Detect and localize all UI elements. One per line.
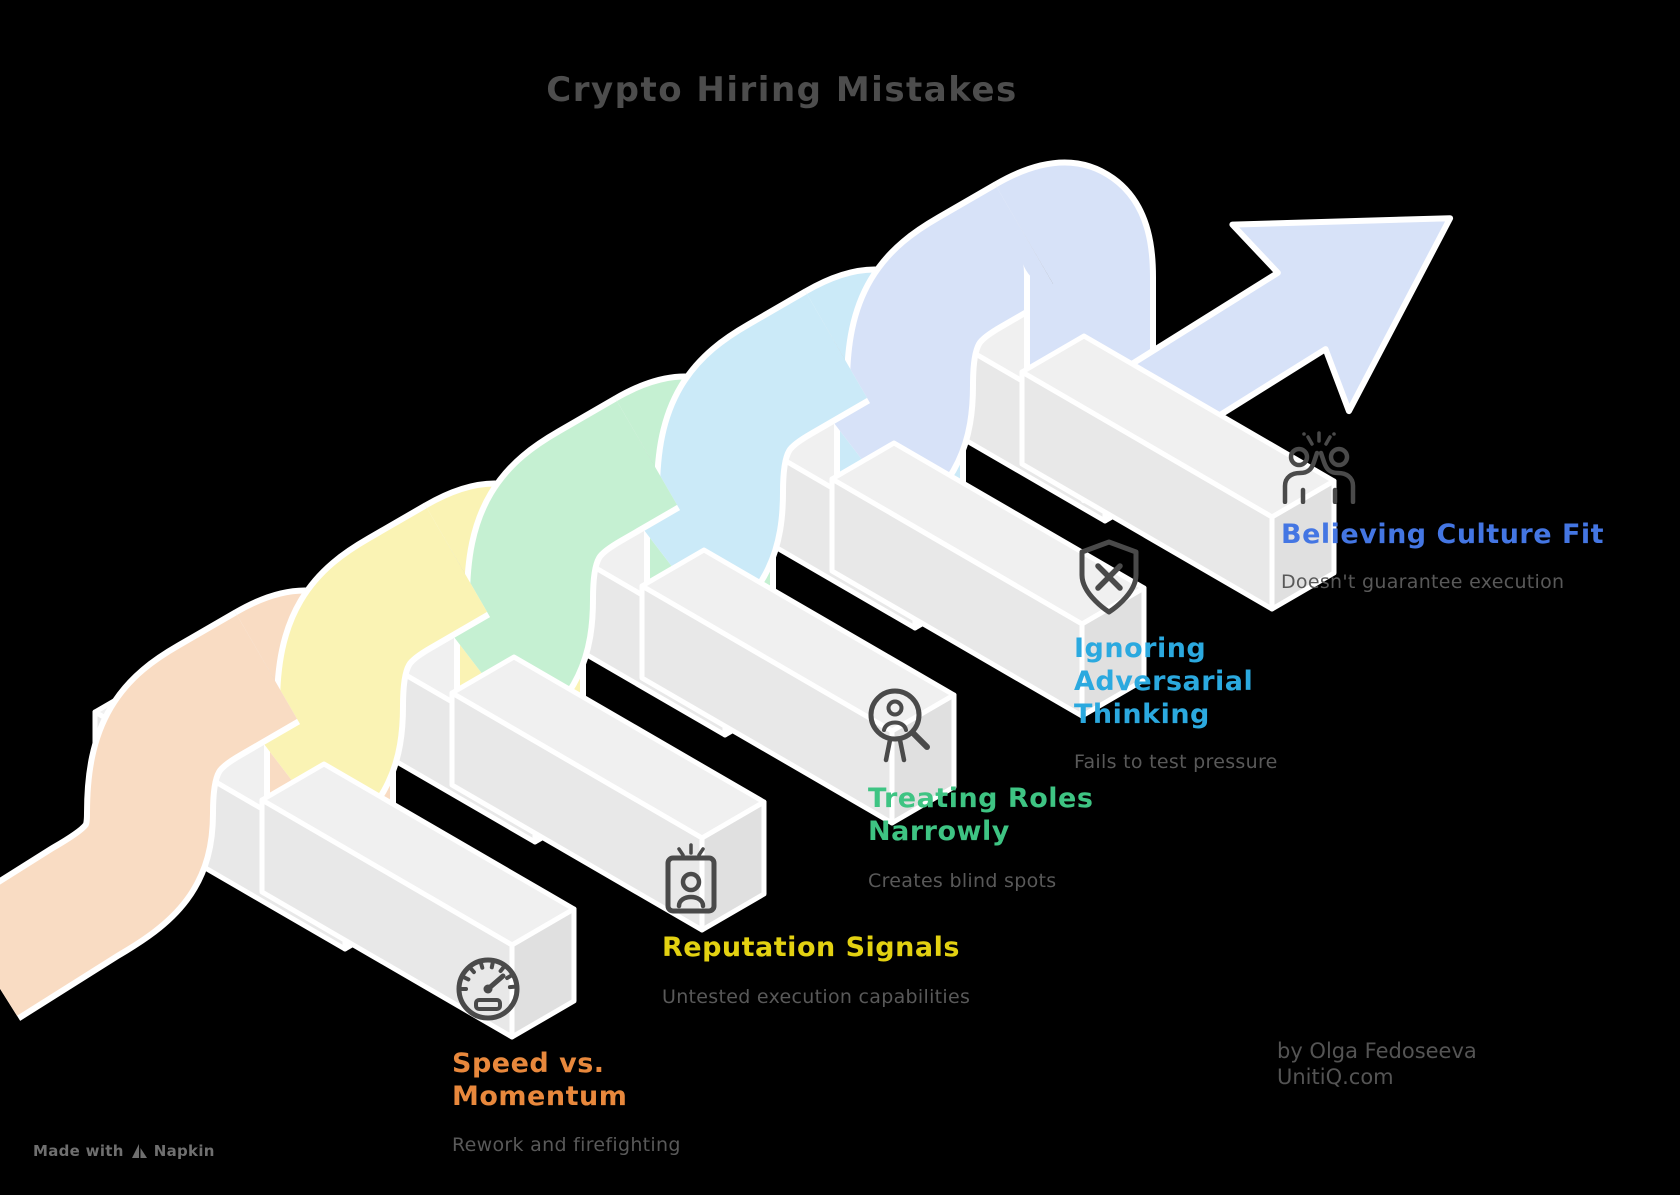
speedometer-icon — [452, 953, 782, 1025]
id-badge-icon — [664, 841, 1022, 915]
page-title: Crypto Hiring Mistakes — [546, 70, 1018, 110]
step-label-reputation-signals: Reputation Signals Untested execution ca… — [662, 841, 1022, 1008]
author-site: UnitiQ.com — [1277, 1065, 1394, 1089]
napkin-brand-text: Napkin — [153, 1142, 215, 1160]
step-label-speed-vs-momentum: Speed vs. Momentum Rework and firefighti… — [452, 953, 782, 1156]
napkin-logo-icon — [130, 1143, 148, 1159]
made-with-text: Made with — [33, 1142, 124, 1160]
step-subtitle: Untested execution capabilities — [662, 986, 971, 1008]
high-five-icon — [1281, 428, 1621, 504]
step-title: Speed vs. Momentum — [452, 1048, 628, 1112]
step-subtitle: Fails to test pressure — [1074, 751, 1278, 773]
step-title: Reputation Signals — [662, 932, 960, 963]
step-subtitle: Creates blind spots — [868, 870, 1057, 892]
step-title: Treating Roles Narrowly — [868, 783, 1094, 847]
made-with-napkin: Made with Napkin — [33, 1142, 215, 1160]
step-title: Ignoring Adversarial Thinking — [1074, 633, 1254, 730]
step-label-treating-roles-narrowly: Treating Roles Narrowly Creates blind sp… — [868, 686, 1128, 892]
step-label-believing-culture-fit: Believing Culture Fit Doesn't guarantee … — [1281, 428, 1621, 593]
step-subtitle: Doesn't guarantee execution — [1281, 571, 1565, 593]
shield-x-icon — [1076, 538, 1394, 616]
author-name: by Olga Fedoseeva — [1277, 1039, 1477, 1063]
step-title: Believing Culture Fit — [1281, 519, 1605, 550]
magnifier-person-icon — [868, 686, 1128, 766]
author-credit: by Olga Fedoseeva UnitiQ.com — [1277, 1038, 1477, 1090]
step-subtitle: Rework and firefighting — [452, 1134, 681, 1156]
step-label-ignoring-adversarial-thinking: Ignoring Adversarial Thinking Fails to t… — [1074, 538, 1394, 773]
